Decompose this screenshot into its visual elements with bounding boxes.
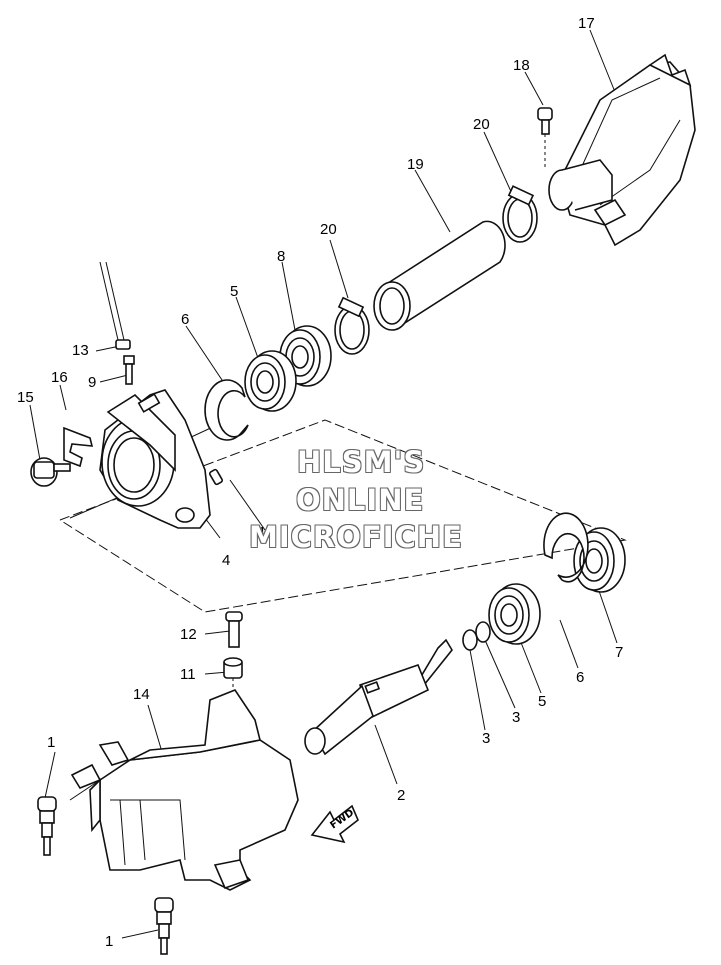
part-6-snap-ring-upper xyxy=(204,379,249,441)
callout-3-right: 3 xyxy=(512,709,521,726)
callout-13: 13 xyxy=(72,342,89,359)
part-9-nipple xyxy=(123,355,135,385)
assembly-boundary xyxy=(59,419,627,613)
part-20-hose-clamp-lower xyxy=(334,296,370,355)
part-5-bearing-upper xyxy=(244,350,297,412)
callout-14: 14 xyxy=(133,686,150,703)
callout-20-lower: 20 xyxy=(320,221,337,238)
watermark-line-3: MICROFICHE xyxy=(249,520,463,554)
part-6-snap-ring-lower xyxy=(543,512,589,583)
callout-4: 4 xyxy=(222,552,231,569)
part-16-bracket xyxy=(63,426,94,468)
callout-6-upper: 6 xyxy=(181,311,190,328)
callout-1-upper: 1 xyxy=(47,734,56,751)
callout-20-upper: 20 xyxy=(473,116,490,133)
part-19-hose xyxy=(373,220,506,331)
callout-1-lower: 1 xyxy=(105,933,114,950)
callout-10: 10 xyxy=(258,524,275,541)
callout-3-left: 3 xyxy=(482,730,491,747)
part-1-bolt-upper xyxy=(37,796,57,856)
callout-19: 19 xyxy=(407,156,424,173)
callout-16: 16 xyxy=(51,369,68,386)
callout-5-upper: 5 xyxy=(230,283,239,300)
callout-17: 17 xyxy=(578,15,595,32)
callout-2: 2 xyxy=(397,787,406,804)
part-18-bolt xyxy=(537,107,553,170)
callout-12: 12 xyxy=(180,626,197,643)
leader-lines xyxy=(29,29,618,939)
watermark-line-2: ONLINE xyxy=(296,483,425,517)
callout-5-lower: 5 xyxy=(538,693,547,710)
cable xyxy=(99,261,125,341)
part-13-fitting xyxy=(115,339,131,350)
watermark-line-1: HLSM'S xyxy=(297,445,426,479)
fwd-arrow: FWD xyxy=(310,804,359,844)
part-14-pump-housing xyxy=(70,689,299,891)
callout-15: 15 xyxy=(17,389,34,406)
callout-11: 11 xyxy=(180,666,196,683)
part-1-bolt-lower xyxy=(154,897,174,955)
part-5-bearing-lower xyxy=(488,583,541,645)
callout-9: 9 xyxy=(88,374,97,391)
part-17-nozzle-housing xyxy=(548,53,696,247)
callout-6-lower: 6 xyxy=(576,669,585,686)
callout-7: 7 xyxy=(615,644,624,661)
part-2-drive-shaft xyxy=(304,638,453,756)
part-15-bolt xyxy=(30,457,71,487)
part-12-bolt xyxy=(225,611,243,648)
callout-18: 18 xyxy=(513,57,530,74)
part-20-hose-clamp-upper xyxy=(502,185,538,243)
part-11-collar xyxy=(223,657,243,700)
part-4-bearing-housing xyxy=(99,389,211,529)
part-10-dowel-pin xyxy=(208,468,224,486)
callout-8: 8 xyxy=(277,248,286,265)
part-3-o-rings xyxy=(462,621,491,651)
